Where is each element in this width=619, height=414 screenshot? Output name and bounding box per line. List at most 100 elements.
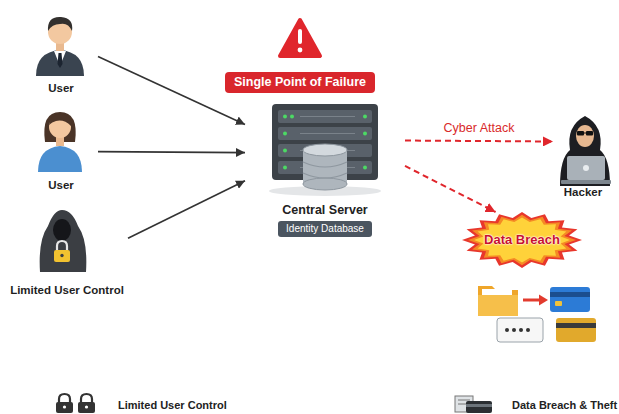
user-man-icon: [48, 17, 72, 31]
legend-breach-icons: [466, 401, 492, 413]
access-arrow: [98, 56, 245, 124]
hooded-user-icon: [53, 219, 71, 241]
legend-entry: Limited User Control: [118, 399, 227, 412]
legend-text: Limited User Control: [118, 399, 227, 412]
server-icon: [278, 127, 372, 140]
burst-shape: [462, 212, 582, 268]
server-icon: [283, 132, 287, 136]
attack-arrow: [405, 140, 553, 143]
server-icon: [283, 115, 287, 119]
access-arrow: [128, 181, 245, 239]
burst-shape: [468, 215, 576, 265]
restricted-user-figure: Limited User Control: [6, 200, 128, 298]
legend-lock-icons: [63, 405, 66, 408]
stolen-data-icons: [505, 328, 509, 332]
hacker-icon: [586, 131, 593, 136]
hacker-figure-text: Hacker: [564, 186, 602, 200]
breach-burst-text: Data Breach: [484, 232, 560, 248]
user-figure-text: User: [48, 179, 74, 193]
user-figure: User: [24, 8, 98, 96]
user-figure-text: User: [48, 82, 74, 96]
server-icon: [269, 104, 381, 196]
stolen-data-icons: [556, 318, 596, 342]
database-tag-text: Identity Database: [286, 223, 364, 235]
legend-lock-icons: [56, 402, 73, 413]
legend-entry: Data Breach & Theft: [512, 399, 617, 412]
burst-shape: [474, 218, 570, 263]
central-server: Central ServerIdentity Database: [245, 103, 405, 237]
legend-breach-icons: [466, 404, 492, 407]
stolen-data-icons: [478, 286, 518, 316]
stolen-data-icons: [539, 295, 548, 306]
edge-label: Cyber Attack: [441, 121, 518, 136]
hooded-user-icon: [40, 210, 87, 272]
hacker-icon: [561, 180, 611, 184]
user-woman-icon: [38, 112, 82, 172]
server-icon: [363, 115, 367, 119]
database-tag: Identity Database: [278, 221, 372, 237]
legend-lock-icons: [56, 394, 95, 413]
hacker-icon: [584, 133, 586, 134]
hacker-icon: [560, 116, 610, 186]
breach-burst: Data Breach: [462, 212, 582, 268]
server-icon: [278, 110, 372, 123]
legend-breach-icons: [455, 396, 492, 413]
user-man-icon: [58, 53, 63, 68]
stolen-data-icons: [519, 328, 523, 332]
access-arrow: [98, 151, 245, 154]
stolen-data-icons: [478, 286, 596, 342]
hacker-icon: [583, 165, 589, 171]
hacker-icon: [576, 125, 594, 147]
server-icon: [303, 162, 347, 167]
server-icon: [303, 173, 347, 178]
server-icon: [283, 166, 287, 170]
warning-sign: [280, 20, 320, 56]
stolen-data-icons: [526, 328, 530, 332]
server-icon: [363, 132, 367, 136]
user-man-icon: [36, 17, 84, 76]
hacker-icon: [560, 116, 611, 186]
warning-sign: [280, 20, 320, 56]
hooded-user-icon: [40, 210, 87, 272]
stolen-data-icons: [550, 292, 590, 297]
warning-banner-text: Single Point of Failure: [234, 75, 366, 90]
user-figure: User: [24, 105, 98, 193]
user-woman-icon: [44, 112, 75, 142]
attack-arrow: [405, 166, 496, 212]
stolen-data-icons: [505, 328, 530, 332]
user-woman-icon: [49, 114, 71, 126]
server-icon: [363, 166, 367, 170]
server-icon: [300, 116, 355, 117]
hacker-icon: [577, 131, 584, 136]
hacker-icon: [567, 156, 605, 180]
server-icon: [278, 144, 372, 157]
stolen-data-icons: [512, 328, 516, 332]
legend-breach-icons: [458, 400, 470, 401]
hacker-figure: Hacker: [553, 110, 613, 200]
legend-text: Data Breach & Theft: [512, 399, 617, 412]
server-icon: [303, 144, 347, 156]
server-icon: [290, 115, 294, 119]
warning-banner: Single Point of Failure: [225, 72, 375, 93]
stolen-data-icons: [556, 323, 596, 328]
user-woman-icon: [38, 146, 82, 172]
stolen-data-icons: [550, 287, 590, 312]
legend-lock-icons: [78, 402, 95, 413]
legend-lock-icons: [59, 394, 70, 403]
stolen-data-icons: [523, 299, 540, 302]
warning-sign: [298, 29, 302, 44]
hooded-user-icon: [60, 254, 63, 257]
stolen-data-icons: [497, 318, 543, 342]
restricted-user-figure-text: Limited User Control: [10, 284, 124, 298]
central-server-text: Central Server: [282, 203, 367, 218]
warning-sign: [298, 48, 303, 53]
stolen-data-icons: [478, 295, 518, 316]
hooded-user-icon: [57, 241, 67, 250]
legend-breach-icons: [458, 404, 467, 405]
server-icon: [283, 149, 287, 153]
legend-lock-icons: [85, 405, 88, 408]
server-icon: [303, 178, 347, 190]
stolen-data-icons: [555, 301, 562, 306]
user-man-icon: [36, 50, 84, 76]
